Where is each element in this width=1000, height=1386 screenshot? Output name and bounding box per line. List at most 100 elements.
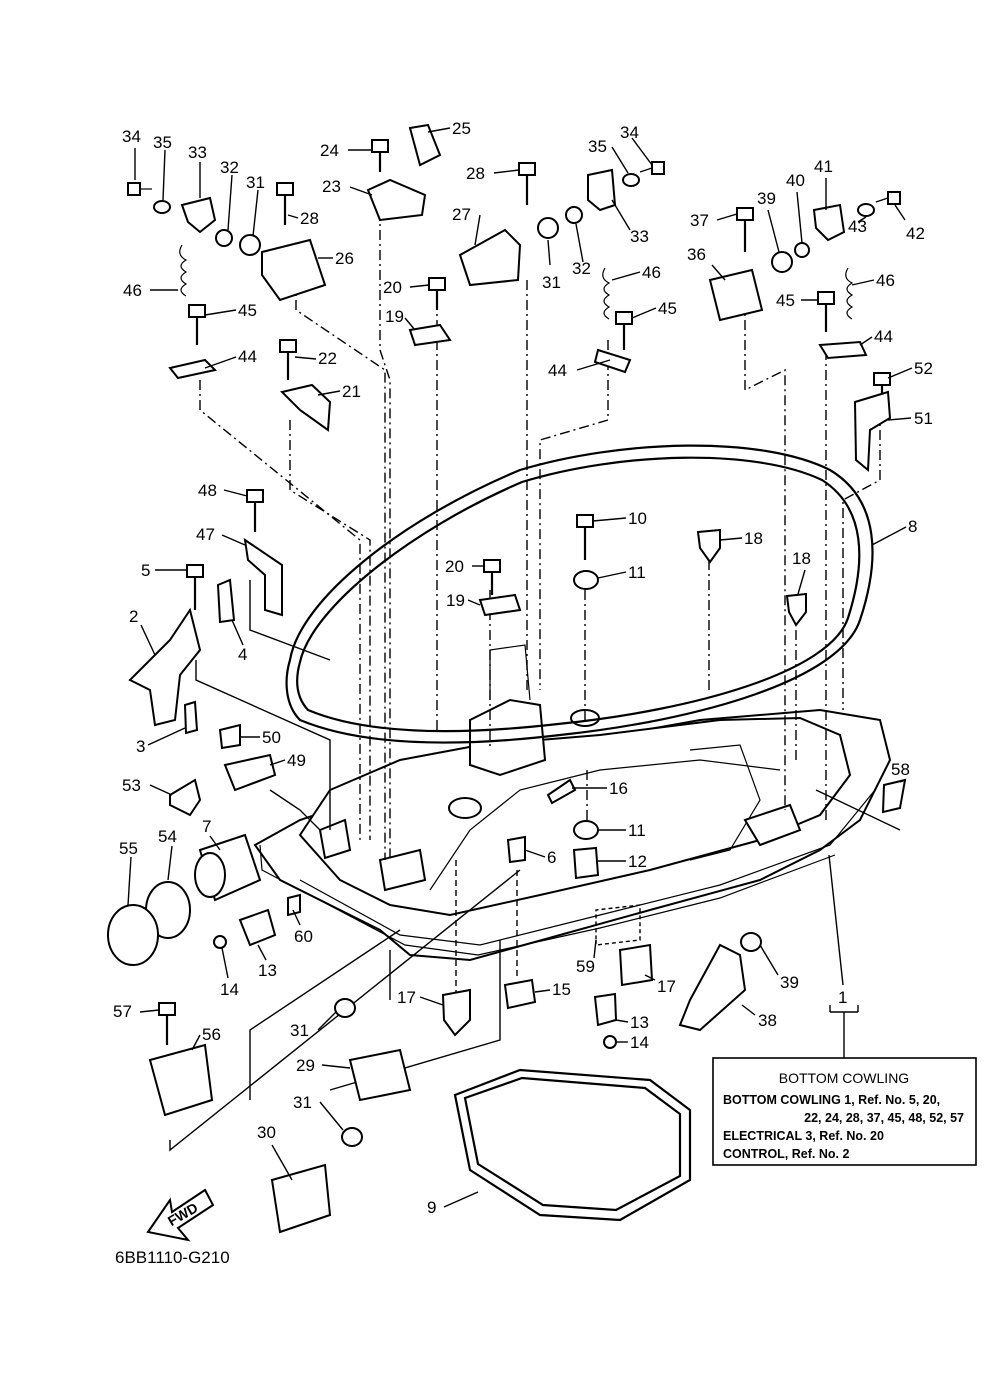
callout: 38 [758,1011,777,1030]
cover-30 [270,1163,332,1234]
callout: 43 [848,217,867,236]
bottom-cowling [253,644,892,962]
bolt-45-right [817,291,835,332]
callouts: 34 35 33 32 31 28 26 46 45 44 22 21 24 2… [113,119,933,1217]
callout: 23 [322,177,341,196]
callout: 19 [385,307,404,326]
bolt-28-left [276,182,294,225]
callout: 50 [262,728,281,747]
callout: 11 [628,821,646,840]
callout: 37 [690,211,709,230]
callout: 20 [445,557,464,576]
callout: 32 [572,259,591,278]
callout: 31 [246,173,265,192]
callout: 26 [335,249,354,268]
callout: 53 [122,776,141,795]
fastener-50 [218,723,241,750]
hook-26 [261,238,327,302]
callout: 22 [318,349,337,368]
callout: 3 [136,737,145,756]
cover-29 [348,1048,412,1102]
label-58 [881,778,907,814]
bolt-20-top [428,277,446,310]
callout: 8 [908,517,917,536]
callout: 14 [220,980,239,999]
callout: 31 [290,1021,309,1040]
grommet-39-low [740,932,762,952]
clip-3 [183,700,199,735]
callout: 39 [780,973,799,992]
callout: 59 [576,957,595,976]
bolt-45-mid [615,311,633,350]
clip-53 [169,778,202,817]
callout: 12 [628,852,647,871]
callout: 7 [202,817,211,836]
callout: 45 [658,299,677,318]
callout: 36 [687,245,706,264]
callout: 25 [452,119,471,138]
legend-line-3: ELECTRICAL 3, Ref. No. 20 [723,1129,884,1143]
plug-18-left [696,528,721,564]
callout: 4 [238,645,247,664]
legend-box [712,1057,977,1166]
spring-46-right [845,267,854,320]
callout: 33 [630,227,649,246]
callout: 60 [294,927,313,946]
bolt-28-mid [518,162,536,205]
clip-25 [408,123,442,167]
callout: 54 [158,827,177,846]
callout: 48 [198,481,217,500]
drawing-code: 6BB1110-G210 [115,1248,230,1267]
callout: 31 [293,1093,312,1112]
callout: 17 [397,988,416,1007]
rubber-seal-9 [453,1068,692,1222]
callout: 33 [188,143,207,162]
callout: 5 [141,561,150,580]
callout: 14 [630,1033,649,1052]
spring-46-left [179,244,188,297]
bolt-45-left [188,304,206,345]
callout: 46 [123,281,142,300]
callout: 44 [238,347,257,366]
plug-18-right [785,592,807,627]
plug-17-right [618,943,654,987]
grommet-40 [794,242,810,258]
bolt-10 [576,514,594,560]
grommet-32-left [215,229,233,247]
legend-title: BOTTOM COWLING [779,1070,909,1086]
plate-19-mid [478,593,522,617]
legend-line-1: BOTTOM COWLING 1, Ref. No. 5, 20, [723,1093,940,1107]
callout: 40 [786,171,805,190]
callout: 1 [838,988,847,1007]
callout: 45 [776,291,795,310]
latch-33-left [180,196,217,234]
bolt-48 [246,489,264,532]
cap-15 [503,978,537,1010]
grommet-7-face [194,852,226,898]
latch-33-right [587,168,617,212]
callout: 20 [383,278,402,297]
callout: 57 [113,1002,132,1021]
bolt-20-mid [483,559,501,595]
clip-14-right [603,1035,617,1049]
plug-17-left [441,988,471,1037]
grommet-11-bottom [573,820,599,840]
bolt-34-left [127,182,152,196]
callout: 52 [914,359,933,378]
callout: 18 [792,549,811,568]
callout: 21 [342,382,361,401]
callout: 31 [542,273,561,292]
callout: 16 [609,779,628,798]
callout: 55 [119,839,138,858]
callout: 34 [122,127,141,146]
callout: 56 [202,1025,221,1044]
callout: 9 [427,1198,436,1217]
sleeve-12 [572,846,600,880]
callout: 58 [891,760,910,779]
band-55 [107,904,159,966]
callout: 10 [628,509,647,528]
bolt-57 [158,1002,176,1045]
callout: 27 [452,205,471,224]
legend-line-2: 22, 24, 28, 37, 45, 48, 52, 57 [804,1111,964,1125]
